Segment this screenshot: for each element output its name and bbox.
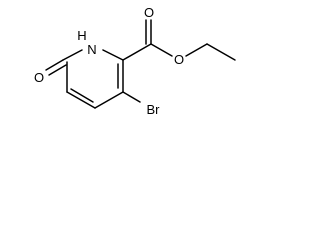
bromo-substituent xyxy=(122,91,141,103)
pyridinone-ring xyxy=(62,49,124,109)
bond-c6-o-b xyxy=(48,64,67,76)
bond-c6-n1 xyxy=(62,49,83,61)
ethyl-ester-group xyxy=(122,19,236,61)
bond-c2-ccarbonyl xyxy=(122,43,152,61)
bond-c3-c4 xyxy=(94,91,124,109)
bond-n1-c2 xyxy=(102,49,124,61)
atom-label-h: H xyxy=(77,28,86,43)
atom-label-br: Br xyxy=(147,102,161,117)
atom-label-o-carbonyl: O xyxy=(144,5,154,20)
bond-c4-c5 xyxy=(66,91,96,109)
bond-c3-br xyxy=(122,91,141,103)
atom-label-o-ketone: O xyxy=(34,70,44,85)
bond-c4-c5-inner xyxy=(70,88,94,103)
bond-c6-o-a xyxy=(45,59,64,71)
atom-label-n: N xyxy=(87,42,96,57)
bond-ccarbonyl-oester xyxy=(150,43,173,57)
bond-oester-ch2 xyxy=(185,43,208,57)
atom-label-o-ester: O xyxy=(174,52,184,67)
chemical-structure-diagram: H N O O O Br xyxy=(34,5,236,117)
bond-ch2-ch3 xyxy=(206,43,236,61)
ketone-group xyxy=(45,59,67,76)
